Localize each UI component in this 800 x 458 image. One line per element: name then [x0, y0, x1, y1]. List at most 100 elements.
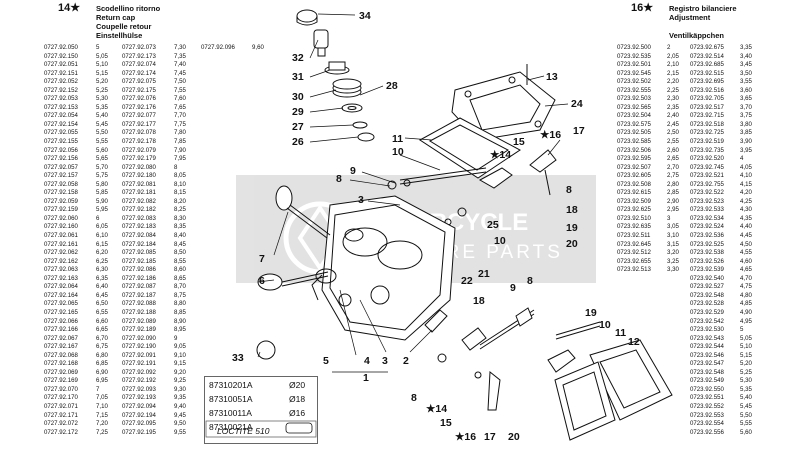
table-cell: 0727.92.166 — [44, 326, 78, 334]
table-cell: 5 — [740, 326, 744, 334]
table-cell: 0723.92.556 — [690, 428, 724, 436]
table-cell: 0723.92.615 — [617, 189, 651, 197]
table-cell: 0723.92.502 — [617, 78, 651, 86]
table-cell: 0727.92.192 — [122, 377, 156, 385]
callout-4: 4 — [364, 355, 370, 367]
table-cell: 7,10 — [96, 402, 108, 410]
callout-11: 11 — [392, 133, 403, 145]
left-header-line: Einstellhülse — [96, 31, 143, 40]
table-cell: 4,85 — [740, 300, 752, 308]
left-header-ref: 14★ — [58, 3, 80, 14]
table-cell: 9,60 — [252, 44, 264, 51]
table-cell: 0723.92.595 — [617, 155, 651, 163]
table-cell: 0723.92.544 — [690, 343, 724, 351]
table-cell: 5,75 — [96, 172, 108, 180]
table-cell: 2,85 — [667, 189, 679, 197]
table-cell: 5,20 — [740, 360, 752, 368]
table-cell: 9,10 — [174, 351, 186, 359]
table-cell: 5,25 — [96, 86, 108, 94]
callouts: 34 32 31 28 30 29 27 26 13 24 11 15 ★16 … — [232, 10, 640, 443]
table-cell: 6,45 — [96, 291, 108, 299]
table-cell: 3,20 — [667, 249, 679, 257]
table-cell: 5,60 — [96, 146, 108, 154]
table-cell: 3,75 — [740, 112, 752, 120]
callout-10-lower: 10 — [599, 319, 611, 331]
table-cell: 3,95 — [740, 146, 752, 154]
table-cell: 0723.92.645 — [617, 240, 651, 248]
table-cell: 7,75 — [174, 120, 186, 128]
table-cell: 0723.92.536 — [690, 232, 724, 240]
table-cell: 7,60 — [174, 95, 186, 103]
table-cell: 0723.92.725 — [690, 129, 724, 137]
table-cell: 3,40 — [740, 52, 752, 60]
leader-lines — [257, 13, 569, 373]
table-cell: 0723.92.553 — [690, 411, 724, 419]
table-cell: 0727.92.089 — [122, 317, 156, 325]
callout-33: 33 — [232, 352, 244, 364]
right-header-line: Registro bilanciere — [669, 4, 737, 13]
table-cell: 6,80 — [96, 351, 108, 359]
table-cell: 6,95 — [96, 377, 108, 385]
table-cell: 5,90 — [96, 197, 108, 205]
table-cell: 9,30 — [174, 385, 186, 393]
table-cell: 0727.92.172 — [44, 428, 78, 436]
callout-19-upper: 19 — [566, 222, 578, 234]
table-cell: 0727.92.052 — [44, 78, 78, 86]
callout-18-upper: 18 — [566, 204, 578, 216]
callout-5: 5 — [323, 355, 329, 367]
table-cell: 0723.92.503 — [617, 95, 651, 103]
table-cell: 0723.92.555 — [617, 86, 651, 94]
table-cell: 6,05 — [96, 223, 108, 231]
table-cell: 8,80 — [174, 300, 186, 308]
table-cell: 8,05 — [174, 172, 186, 180]
spring-30 — [332, 78, 362, 98]
callout-17-bottom: 17 — [484, 431, 496, 443]
table-cell: 9,15 — [174, 360, 186, 368]
callout-27: 27 — [292, 121, 304, 133]
table-cell: 4,15 — [740, 180, 752, 188]
valve-cover-24 — [451, 71, 556, 141]
table-cell: 5 — [96, 44, 100, 51]
table-cell: 0727.92.056 — [44, 146, 78, 154]
callout-30: 30 — [292, 91, 304, 103]
table-cell: 0723.92.510 — [617, 214, 651, 222]
table-cell: 0727.92.182 — [122, 206, 156, 214]
table-cell: 0723.92.625 — [617, 206, 651, 214]
table-cell: 8,40 — [174, 232, 186, 240]
table-cell: 0727.92.065 — [44, 300, 78, 308]
table-cell: 0727.92.076 — [122, 95, 156, 103]
table-cell: 3,45 — [740, 61, 752, 69]
table-cell: 2,75 — [667, 172, 679, 180]
table-cell: 0723.92.550 — [690, 385, 724, 393]
table-cell: 0727.92.094 — [122, 402, 156, 410]
table-cell: 8,70 — [174, 283, 186, 291]
table-cell: 0723.92.513 — [617, 266, 651, 274]
table-cell: 0727.92.093 — [122, 385, 156, 393]
table-cell: 6,40 — [96, 283, 108, 291]
table-cell: 3,35 — [740, 44, 752, 51]
table-cell: 0727.92.077 — [122, 112, 156, 120]
table-cell: 0723.92.695 — [690, 78, 724, 86]
table-cell: 9,45 — [174, 411, 186, 419]
table-cell: 7,35 — [174, 52, 186, 60]
table-cell: 4,90 — [740, 308, 752, 316]
table-cell: 0727.92.088 — [122, 300, 156, 308]
callout-34: 34 — [359, 10, 371, 22]
table-cell: 0727.92.168 — [44, 360, 78, 368]
table-cell: 4 — [740, 155, 744, 163]
table-cell: 7,15 — [96, 411, 108, 419]
callout-16-bottom: ★16 — [455, 431, 476, 443]
table-cell: 3,15 — [667, 240, 679, 248]
callout-22: 22 — [461, 275, 473, 287]
